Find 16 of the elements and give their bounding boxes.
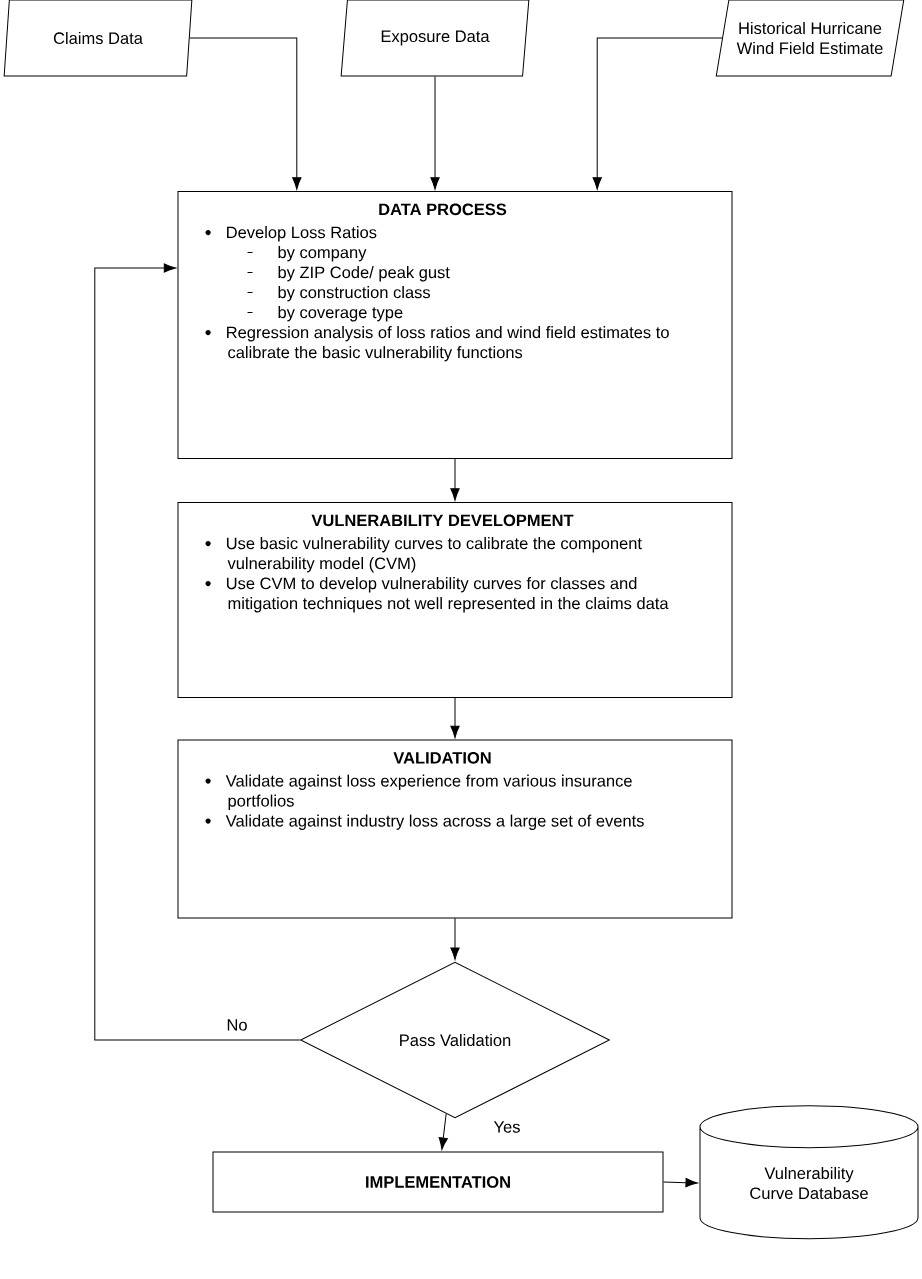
process-box: DATA PROCESS Develop Loss Ratios by company by ZIP Code/ peak gust by construction class by coverage type Regression analysis of loss ratios and wind field estimates to calibrate the basic vulnerability functions bbox=[177, 191, 733, 459]
process-box: IMPLEMENTATION bbox=[212, 1151, 664, 1213]
arrow bbox=[450, 697, 460, 739]
edge-label: No bbox=[224, 1017, 250, 1033]
database-cylinder: Vulnerability Curve Database bbox=[699, 1105, 919, 1240]
arrow bbox=[663, 1178, 698, 1188]
arrow bbox=[94, 263, 301, 1041]
edge-label: Yes bbox=[491, 1119, 523, 1135]
arrow bbox=[438, 1113, 448, 1150]
process-box: VULNERABILITY DEVELOPMENT Use basic vulnerability curves to calibrate the component vulnerability model (CVM) Use CVM to develop vulnerability curves for classes and mitigation techniques not well represented in the claims data bbox=[177, 502, 733, 698]
process-box: VALIDATION Validate against loss experience from various insurance portfolios Validate against industry loss across a large set of events bbox=[177, 739, 733, 919]
arrow bbox=[430, 76, 440, 190]
arrow bbox=[450, 458, 460, 501]
arrow bbox=[189, 37, 302, 190]
arrow bbox=[592, 37, 723, 190]
arrow bbox=[450, 917, 460, 960]
